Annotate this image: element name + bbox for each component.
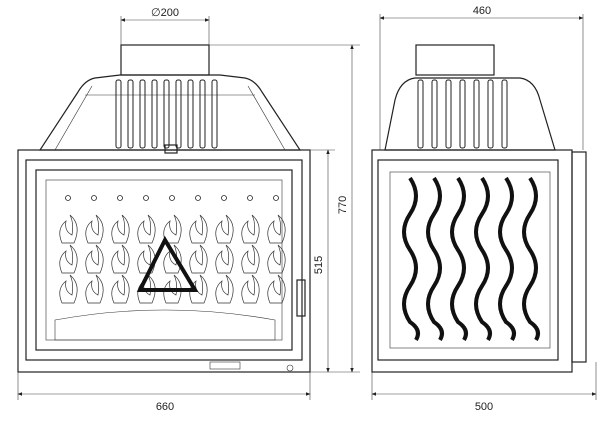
flame-decoration — [59, 195, 286, 304]
wave-rib — [522, 176, 540, 342]
flame — [267, 244, 286, 274]
side-flue-collar — [415, 44, 495, 76]
hood-rib — [151, 79, 158, 149]
flue-collar — [120, 44, 210, 76]
hood-rib — [431, 79, 438, 149]
side-door-profile — [571, 151, 587, 363]
wave-rib — [498, 176, 516, 342]
hood — [38, 74, 302, 151]
flame — [163, 274, 182, 304]
flame — [215, 244, 234, 274]
hood-rib — [163, 79, 170, 149]
grate — [54, 309, 276, 341]
vent-dot — [221, 195, 227, 201]
hood-rib — [501, 79, 508, 149]
hood-rib — [487, 79, 494, 149]
door — [35, 169, 293, 351]
flame — [137, 274, 156, 304]
hood-rib — [473, 79, 480, 149]
flame — [85, 244, 104, 274]
wave-rib — [402, 176, 420, 342]
flame — [85, 214, 104, 244]
vent-dot — [247, 195, 253, 201]
width-label: 660 — [156, 401, 174, 413]
door-frame — [25, 159, 303, 361]
flame — [111, 244, 130, 274]
flame — [111, 274, 130, 304]
flame — [85, 274, 104, 304]
flame — [189, 244, 208, 274]
wave-rib — [450, 176, 468, 342]
vent-dot — [65, 195, 71, 201]
hood-rib — [115, 79, 122, 149]
side-body — [371, 149, 573, 373]
flame — [215, 274, 234, 304]
hood-rib — [417, 79, 424, 149]
flame — [163, 244, 182, 274]
flame — [137, 244, 156, 274]
total-height-label: 770 — [337, 196, 349, 214]
flame — [137, 214, 156, 244]
hood-rib — [175, 79, 182, 149]
top-depth-label: 460 — [473, 5, 491, 17]
hood-rib — [199, 79, 206, 149]
bottom-depth-label: 500 — [475, 401, 493, 413]
vent-dot — [169, 195, 175, 201]
vent-dot — [91, 195, 97, 201]
door-handle[interactable] — [296, 279, 306, 317]
flame — [59, 244, 78, 274]
flame — [241, 214, 260, 244]
brand-plate — [209, 361, 241, 370]
side-panel — [377, 159, 559, 361]
hood-rib — [445, 79, 452, 149]
wave-rib — [474, 176, 492, 342]
vent-dot — [117, 195, 123, 201]
vent-dot — [143, 195, 149, 201]
hood-rib — [459, 79, 466, 149]
flame — [241, 244, 260, 274]
front-view: ∅200 770 515 660 — [17, 7, 360, 413]
flame — [267, 214, 286, 244]
logo-triangle — [136, 235, 199, 292]
vent-dot — [195, 195, 201, 201]
wave-ribs — [402, 176, 540, 342]
firebox-body — [17, 149, 311, 373]
hood-rib — [211, 79, 218, 149]
side-view: 460 500 — [371, 5, 597, 413]
flame — [267, 274, 286, 304]
flame — [59, 274, 78, 304]
hood-rib — [139, 79, 146, 149]
top-latch — [164, 144, 178, 154]
wave-rib — [426, 176, 444, 342]
flame — [241, 274, 260, 304]
body-height-label: 515 — [313, 256, 325, 274]
flame — [163, 214, 182, 244]
air-control-knob[interactable] — [286, 364, 294, 372]
flue-diameter-label: ∅200 — [151, 7, 179, 19]
hood-rib — [127, 79, 134, 149]
flame — [59, 214, 78, 244]
flame — [215, 214, 234, 244]
side-hood — [384, 77, 556, 151]
flame — [189, 214, 208, 244]
hood-rib — [187, 79, 194, 149]
vent-dot — [273, 195, 279, 201]
flame — [111, 214, 130, 244]
